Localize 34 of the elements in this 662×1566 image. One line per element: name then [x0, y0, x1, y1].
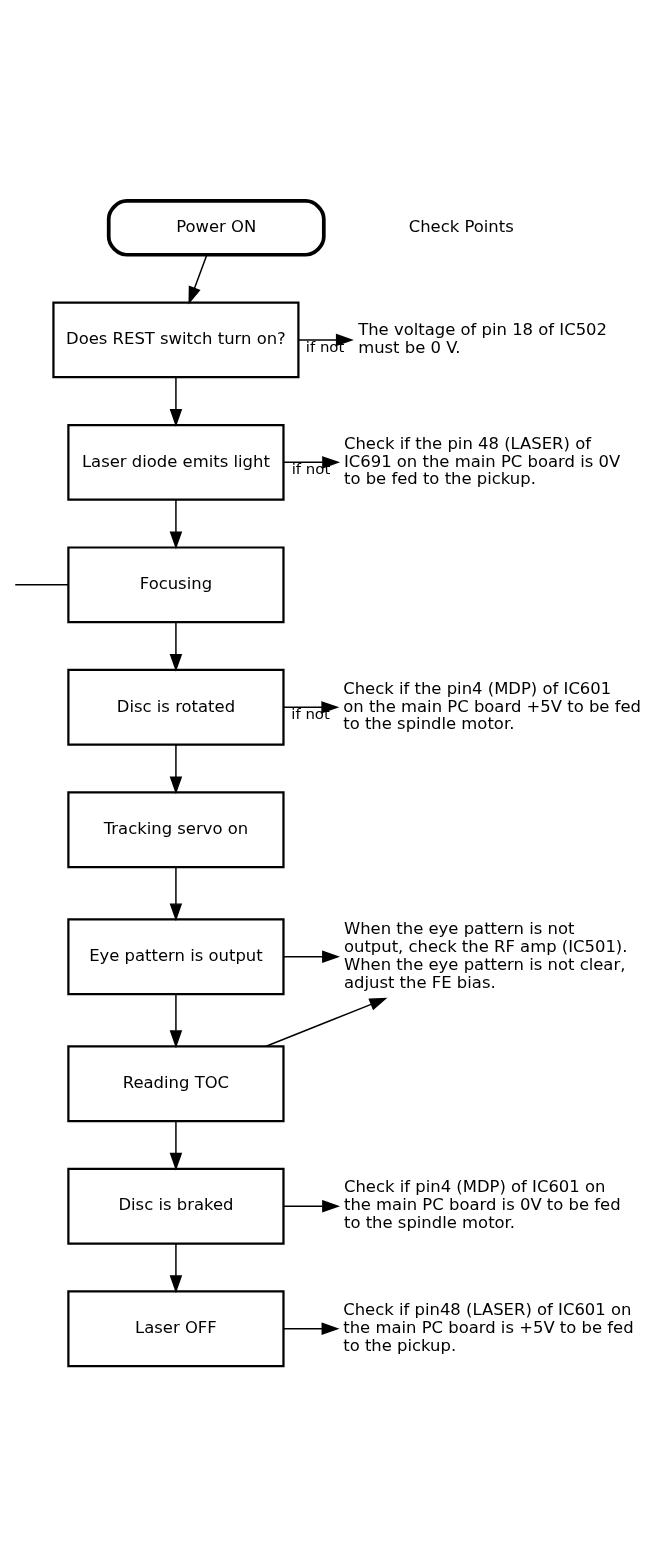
arrow	[169, 376, 183, 427]
node-box: Reading TOC	[67, 1044, 285, 1122]
arrow	[169, 498, 183, 549]
arrow	[282, 700, 340, 714]
node-text: When the eye pattern is not output, check the RF amp (IC501). When the eye pattern is not clear, adjust the FE bias.	[343, 918, 628, 992]
arrow	[169, 865, 183, 921]
arrow	[169, 743, 183, 794]
arrow	[282, 1199, 341, 1212]
node-box: Disc is braked	[67, 1167, 285, 1245]
arrow	[188, 253, 208, 305]
arrow	[169, 1119, 183, 1171]
arrow	[283, 1321, 340, 1335]
arrow	[169, 992, 183, 1048]
node-box: Focusing	[67, 545, 285, 623]
node-box: Eye pattern is output	[67, 917, 285, 995]
node-box: Laser OFF	[67, 1289, 285, 1367]
node-text: The voltage of pin 18 of IC502 must be 0 V.	[358, 319, 607, 357]
connector	[14, 583, 69, 586]
node-box: Disc is rotated	[67, 668, 285, 746]
node-box: Tracking servo on	[67, 790, 285, 868]
arrow	[297, 333, 354, 346]
arrow	[169, 620, 183, 672]
node-text: Check if pin4 (MDP) of IC601 on the main PC board is 0V to be fed to the spindle motor.	[343, 1176, 621, 1232]
arrow	[169, 1242, 183, 1293]
node-text: Check if the pin4 (MDP) of IC601 on the main PC board +5V to be fed to the spindle motor.	[343, 678, 641, 733]
node-box: Laser diode emits light	[67, 423, 285, 501]
arrow	[283, 950, 341, 963]
node-text: Check if pin48 (LASER) of IC601 on the main PC board is +5V to be fed to the pickup.	[343, 1299, 634, 1355]
node-text: Check if the pin 48 (LASER) of IC691 on the main PC board is 0V to be fed to the pickup.	[343, 433, 621, 488]
label: Check Points	[408, 216, 514, 236]
arrow	[265, 997, 388, 1047]
edge-label: if not	[305, 337, 345, 356]
node-box: Does REST switch turn on?	[52, 300, 300, 378]
node-box: Power ON	[106, 198, 326, 257]
